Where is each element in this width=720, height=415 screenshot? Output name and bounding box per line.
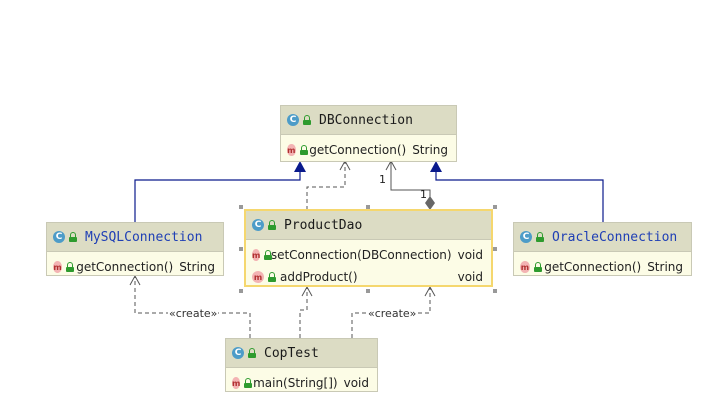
class-name: OracleConnection xyxy=(552,229,678,245)
public-lock-icon xyxy=(264,250,275,260)
method-row[interactable]: m addProduct() void xyxy=(246,266,491,288)
public-lock-icon xyxy=(303,115,311,125)
inheritance-line-mysql xyxy=(134,165,301,222)
method-row[interactable]: m getConnection() String xyxy=(514,256,691,278)
composition-diamond xyxy=(425,196,435,210)
method-row[interactable]: m getConnection() String xyxy=(47,256,223,278)
method-name: getConnection() xyxy=(309,143,407,157)
method-name: getConnection() xyxy=(544,260,642,274)
public-lock-icon xyxy=(533,262,543,272)
method-name: getConnection() xyxy=(76,260,174,274)
class-productdao[interactable]: C ProductDao m setConnection(DBConnectio… xyxy=(244,209,493,287)
public-lock-icon xyxy=(66,262,75,272)
selection-handle[interactable] xyxy=(366,289,370,293)
class-name: CopTest xyxy=(264,345,319,361)
method-icon: m xyxy=(287,144,296,156)
class-dbconnection[interactable]: C DBConnection m getConnection() String xyxy=(280,105,457,162)
method-return-type: void xyxy=(457,270,483,284)
public-lock-icon xyxy=(268,272,276,282)
method-name: setConnection(DBConnection) xyxy=(270,248,452,262)
dependency-arrow-coptest-productdao xyxy=(301,285,313,297)
public-lock-icon xyxy=(299,145,308,155)
class-mysqlconnection[interactable]: C MySQLConnection m getConnection() Stri… xyxy=(46,222,224,276)
inheritance-arrow-oracle xyxy=(430,161,442,172)
method-row[interactable]: m setConnection(DBConnection) void xyxy=(246,244,491,266)
class-header: C CopTest xyxy=(226,339,377,368)
class-header: C DBConnection xyxy=(281,106,456,135)
class-name: ProductDao xyxy=(284,217,363,233)
inheritance-line-oracle xyxy=(435,165,604,222)
class-icon: C xyxy=(252,219,264,231)
selection-handle[interactable] xyxy=(493,205,497,209)
public-lock-icon xyxy=(69,232,77,242)
class-icon: C xyxy=(520,231,532,243)
class-coptest[interactable]: C CopTest m main(String[]) void xyxy=(225,338,378,392)
create-stereotype-left: «create» xyxy=(168,307,219,320)
class-name: MySQLConnection xyxy=(85,229,203,245)
public-lock-icon xyxy=(536,232,544,242)
public-lock-icon xyxy=(248,348,256,358)
method-return-type: void xyxy=(343,376,369,390)
create-arrow-mysql xyxy=(129,274,141,286)
public-lock-icon xyxy=(244,378,252,388)
method-return-type: String xyxy=(412,143,448,157)
method-icon: m xyxy=(232,377,241,389)
method-name: main(String[]) xyxy=(253,376,338,390)
method-name: addProduct() xyxy=(280,270,358,284)
inheritance-arrow-mysql xyxy=(294,161,306,172)
class-icon: C xyxy=(53,231,65,243)
dependency-line-productdao-db xyxy=(306,162,346,210)
test-class-icon: C xyxy=(232,347,244,359)
selection-handle[interactable] xyxy=(239,205,243,209)
method-icon: m xyxy=(252,249,261,261)
multiplicity-bottom: 1 xyxy=(420,188,427,201)
create-stereotype-right: «create» xyxy=(367,307,418,320)
method-return-type: String xyxy=(647,260,683,274)
class-header: C OracleConnection xyxy=(514,223,691,252)
selection-handle[interactable] xyxy=(493,247,497,251)
class-oracleconnection[interactable]: C OracleConnection m getConnection() Str… xyxy=(513,222,692,276)
class-header: C MySQLConnection xyxy=(47,223,223,252)
class-name: DBConnection xyxy=(319,112,413,128)
method-icon: m xyxy=(252,271,264,283)
selection-handle[interactable] xyxy=(239,247,243,251)
method-row[interactable]: m getConnection() String xyxy=(281,139,456,161)
method-return-type: String xyxy=(179,260,215,274)
method-icon: m xyxy=(53,261,63,273)
selection-handle[interactable] xyxy=(239,289,243,293)
composition-line xyxy=(390,162,431,197)
selection-handle[interactable] xyxy=(493,289,497,293)
create-arrow-productdao xyxy=(424,285,436,297)
dependency-line-coptest-productdao xyxy=(299,287,308,338)
selection-handle[interactable] xyxy=(366,205,370,209)
multiplicity-top: 1 xyxy=(379,173,386,186)
class-icon: C xyxy=(287,114,299,126)
method-icon: m xyxy=(520,261,530,273)
method-row[interactable]: m main(String[]) void xyxy=(226,372,377,394)
class-header: C ProductDao xyxy=(246,211,491,240)
method-return-type: void xyxy=(457,248,483,262)
public-lock-icon xyxy=(268,220,276,230)
